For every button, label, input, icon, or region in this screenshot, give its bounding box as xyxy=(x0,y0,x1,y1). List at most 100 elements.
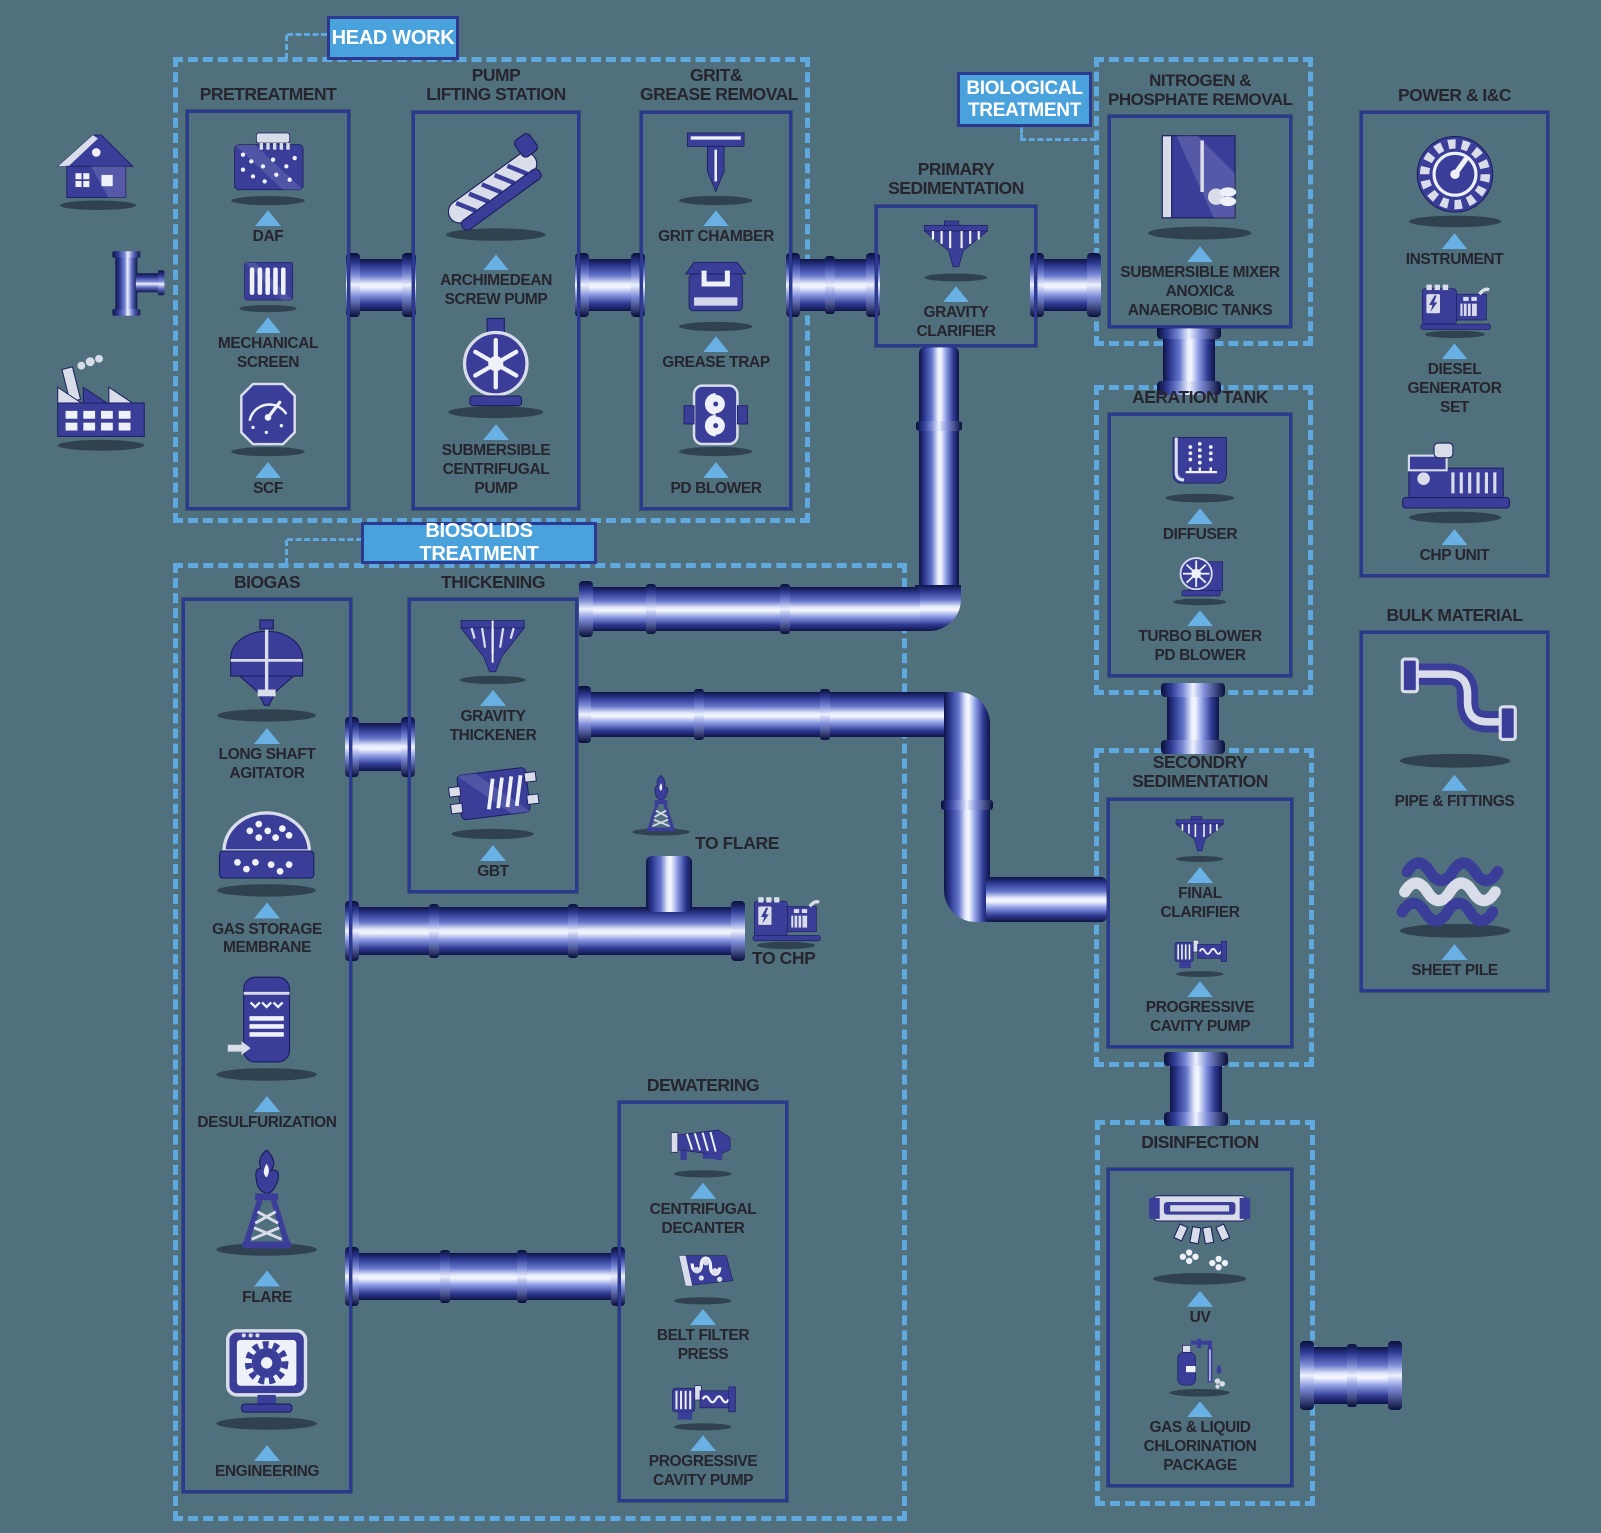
sheet-pile-icon-wrap xyxy=(1367,812,1542,941)
chlorination-package-icon-wrap xyxy=(1114,1328,1286,1399)
up-arrow-icon xyxy=(1187,1290,1213,1307)
equipment-unit-grease-trap: GREASE TRAP xyxy=(647,247,785,373)
belt-filter-press-icon xyxy=(674,1254,734,1304)
up-arrow-icon xyxy=(1187,246,1213,263)
pipe-thickening-outlet xyxy=(577,686,952,743)
flare-branch xyxy=(622,748,700,860)
up-arrow-icon xyxy=(254,1270,280,1287)
pipe-fittings-icon-wrap xyxy=(1367,642,1542,771)
submersible-mixer-icon-wrap xyxy=(1115,122,1285,243)
up-arrow-icon xyxy=(703,336,729,353)
grease-trap-icon xyxy=(679,261,753,331)
grease-trap-icon-wrap xyxy=(647,247,785,333)
equipment-unit-chp-unit: CHP UNIT xyxy=(1367,418,1542,566)
gravity-clarifier-icon-wrap xyxy=(880,210,1032,284)
equipment-unit-instrument: INSTRUMENT xyxy=(1367,122,1542,270)
section-title: AERATION TANK xyxy=(1132,387,1268,407)
section-title: PRETREATMENT xyxy=(199,84,337,104)
equipment-unit-desulfurization: DESULFURIZATION xyxy=(189,958,345,1133)
up-arrow-icon xyxy=(690,1182,716,1199)
equipment-label: GRIT CHAMBER xyxy=(658,228,774,246)
equipment-unit-uv-system: UV xyxy=(1114,1179,1286,1327)
diesel-generator-icon-wrap xyxy=(1367,270,1542,340)
up-arrow-icon xyxy=(255,462,281,479)
up-arrow-icon xyxy=(1187,866,1213,883)
turbo-blower-icon-wrap xyxy=(1115,545,1285,607)
equipment-unit-pipe-fittings: PIPE & FITTINGS xyxy=(1367,642,1542,811)
flare-icon xyxy=(216,1149,318,1256)
flare-icon xyxy=(632,775,690,836)
pipe-pump-to-grit xyxy=(575,253,645,317)
pipe-fittings-icon xyxy=(1399,657,1517,768)
grit-chamber-icon-wrap xyxy=(647,122,785,208)
progressive-cavity-pump-icon-wrap xyxy=(625,1365,781,1432)
belt-filter-press-icon-wrap xyxy=(625,1239,781,1306)
equipment-label: DIFFUSER xyxy=(1162,526,1238,544)
pipe-primary-to-nitrogen xyxy=(1030,253,1101,317)
long-shaft-agitator-icon-wrap xyxy=(189,609,345,725)
equipment-label: ENGINEERING xyxy=(214,1463,320,1481)
instrument-icon-wrap xyxy=(1367,122,1542,230)
up-arrow-icon xyxy=(254,902,280,919)
influent-pipe-junction xyxy=(86,228,174,336)
callout-connector xyxy=(285,540,288,564)
progressive-cavity-pump-icon xyxy=(1174,939,1228,977)
up-arrow-icon xyxy=(254,727,280,744)
callout-connector xyxy=(285,35,288,59)
daf-icon xyxy=(231,132,305,205)
up-arrow-icon xyxy=(1441,233,1468,250)
pipe-pretreatment-to-pump xyxy=(346,253,416,317)
callout-connector xyxy=(1020,121,1023,140)
up-arrow-icon xyxy=(1441,529,1468,546)
long-shaft-agitator-icon xyxy=(217,619,317,722)
desulfurization-icon-wrap xyxy=(189,958,345,1093)
equipment-unit-engineering: ENGINEERING xyxy=(189,1307,345,1482)
pipe-elbow xyxy=(915,585,961,631)
desulfurization-icon xyxy=(216,977,318,1082)
section-nitrogen-phosphate-removal: NITROGEN &PHOSPHATE REMOVAL SUBMERSIBLE … xyxy=(1108,71,1293,328)
callout-connector xyxy=(1020,138,1096,141)
equipment-unit-gbt: GBT xyxy=(415,746,571,882)
diesel-generator-icon xyxy=(1420,284,1491,339)
gas-storage-membrane-icon-wrap xyxy=(189,784,345,900)
up-arrow-icon xyxy=(1441,944,1468,961)
to-chp-label: TO CHP xyxy=(752,948,816,968)
section-title: GRIT&GREASE REMOVAL xyxy=(640,65,798,105)
factory-source xyxy=(42,348,160,458)
equipment-label: SCF xyxy=(253,480,283,498)
section-title: BIOGAS xyxy=(233,572,301,592)
gas-storage-membrane-icon xyxy=(217,810,317,897)
pipe-biogas-header xyxy=(345,901,745,961)
archimedean-screw-pump-icon xyxy=(446,133,546,242)
biosolids-region xyxy=(173,563,907,1521)
final-clarifier-icon-wrap xyxy=(1114,809,1286,864)
up-arrow-icon xyxy=(1187,1401,1213,1418)
up-arrow-icon xyxy=(254,1095,280,1112)
up-arrow-icon xyxy=(690,1435,716,1452)
